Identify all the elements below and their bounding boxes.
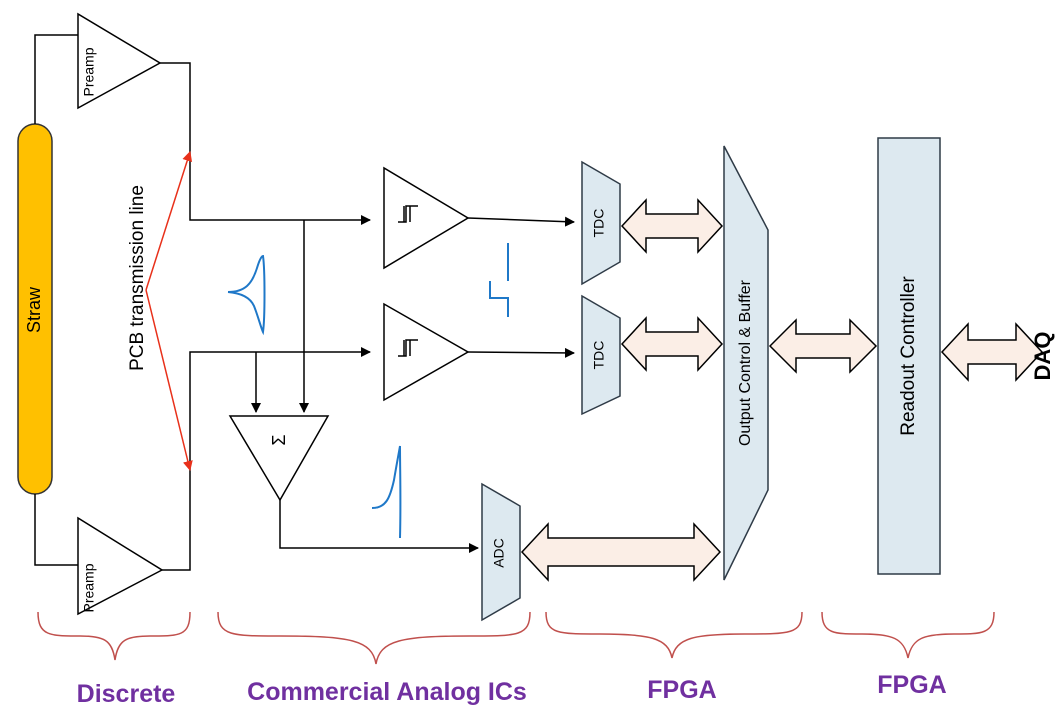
- group-label-discrete: Discrete: [77, 680, 176, 708]
- discriminator-top: [383, 166, 470, 270]
- tdc-top-label: TDC: [591, 209, 607, 238]
- readout-controller-label: Readout Controller: [898, 276, 919, 436]
- readout-to-daq-bus-arrow: [940, 322, 1044, 382]
- preamp-bottom: Preamp: [77, 516, 164, 616]
- brace-fpga-2: [821, 611, 995, 659]
- daq-label: DAQ: [1030, 332, 1055, 381]
- straw: Straw: [17, 123, 53, 495]
- tdc-top: TDC: [581, 160, 621, 286]
- hysteresis-icon: [398, 339, 418, 357]
- analog-pulse-waveform: [227, 254, 266, 336]
- discriminator-bottom: [383, 302, 470, 402]
- pcb-transmission-line-label: PCB transmission line: [127, 185, 148, 371]
- preamp-bottom-label: Preamp: [81, 563, 97, 612]
- disc-top-to-tdc-wire: [467, 216, 575, 227]
- adc-label: ADC: [491, 538, 507, 568]
- pcb-pointer-up: [145, 151, 193, 291]
- group-label-fpga-1: FPGA: [647, 676, 716, 704]
- buffer-to-readout-bus-arrow: [768, 318, 878, 374]
- group-label-fpga-2: FPGA: [877, 671, 946, 699]
- tdc-bottom-bus-arrow: [620, 316, 724, 372]
- straw-to-preamp-bottom-wire: [34, 494, 78, 566]
- brace-discrete: [37, 611, 191, 661]
- sum-to-adc-wire: [279, 500, 479, 553]
- straw-to-preamp-top-wire: [34, 34, 78, 124]
- tdc-bottom: TDC: [581, 294, 621, 416]
- readout-controller: Readout Controller: [877, 137, 941, 575]
- disc-bottom-to-tdc-wire: [467, 347, 575, 358]
- output-control-buffer: Output Control & Buffer: [723, 145, 769, 581]
- pcb-pointer-down: [145, 289, 193, 471]
- adc: ADC: [481, 482, 521, 622]
- brace-analog: [217, 611, 531, 665]
- adc-bus-arrow: [520, 522, 722, 582]
- brace-fpga-1: [545, 611, 803, 659]
- top-signal-wire: [160, 62, 371, 225]
- hysteresis-icon: [398, 205, 418, 223]
- preamp-top-label: Preamp: [81, 47, 97, 96]
- shaped-pulse-waveform: [371, 445, 402, 539]
- summing-amplifier: Σ: [228, 415, 330, 502]
- digital-pulse-waveform: [489, 243, 509, 317]
- tdc-top-bus-arrow: [620, 198, 724, 254]
- sum-symbol: Σ: [269, 434, 289, 445]
- group-label-analog: Commercial Analog ICs: [247, 678, 527, 706]
- output-control-label: Output Control & Buffer: [737, 279, 754, 446]
- preamp-top: Preamp: [77, 12, 162, 110]
- straw-label: Straw: [24, 286, 44, 333]
- tdc-bottom-label: TDC: [591, 341, 607, 370]
